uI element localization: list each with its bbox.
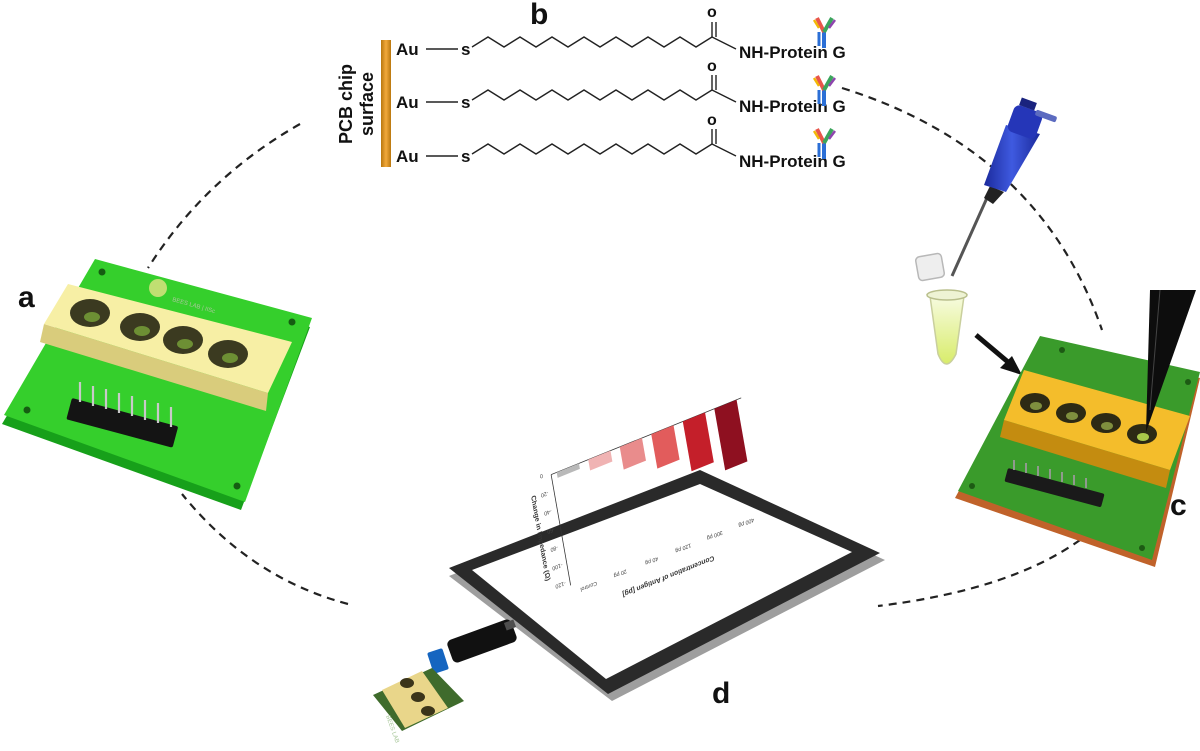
alkyl-chain bbox=[471, 36, 713, 48]
chart-y-tick-label: -60 bbox=[547, 525, 555, 534]
connector-b-to-c bbox=[841, 86, 1104, 331]
chart-x-axis bbox=[551, 397, 742, 476]
chip-c bbox=[955, 336, 1200, 567]
carbonyl-o-label: o bbox=[707, 112, 717, 129]
dropper-tip-icon bbox=[1146, 289, 1196, 432]
chart-bar bbox=[556, 463, 580, 478]
readout-device: BEES LAB bbox=[373, 619, 517, 744]
usb-dongle bbox=[447, 619, 517, 663]
chip-a-mount-hole bbox=[233, 482, 241, 490]
chip-d-well bbox=[421, 706, 435, 716]
au-label: Au bbox=[396, 40, 419, 59]
chip-d-well bbox=[400, 678, 414, 688]
sulfur-label: s bbox=[461, 40, 470, 59]
chart-x-tick-label: 40 pg bbox=[645, 555, 659, 566]
chart-y-axis bbox=[550, 474, 572, 586]
eppendorf-tube-icon bbox=[914, 252, 968, 365]
sulfur-label: s bbox=[461, 147, 470, 166]
carbonyl-o-label: o bbox=[707, 4, 717, 21]
panel-label-a: a bbox=[18, 281, 35, 314]
chip-a-mount-hole bbox=[23, 406, 31, 414]
chip-a-header-pins bbox=[66, 382, 178, 448]
chip-a-electrode bbox=[134, 326, 150, 336]
chart-y-tick-label: -20 bbox=[540, 489, 548, 498]
chart-bar bbox=[682, 412, 714, 472]
chip-a: BEES LAB | IISc bbox=[2, 259, 312, 510]
chart-bar bbox=[588, 450, 613, 471]
chip-a-electrode bbox=[84, 312, 100, 322]
arrow-icon bbox=[974, 333, 1022, 375]
chip-c-header-pins bbox=[1004, 460, 1105, 507]
chart-y-tick-label: -40 bbox=[543, 507, 551, 516]
au-label: Au bbox=[396, 93, 419, 112]
chart-bars bbox=[556, 399, 748, 478]
sam-row: Au s o NH-Protein G bbox=[396, 58, 846, 116]
chart-bar bbox=[651, 425, 680, 469]
alkyl-chain bbox=[471, 89, 713, 101]
chip-a-logo-icon bbox=[149, 279, 167, 297]
gold-electrode-bar bbox=[381, 40, 391, 167]
connector-c-to-d bbox=[877, 539, 1081, 608]
chart-bar bbox=[714, 399, 748, 471]
antibody-icon bbox=[812, 17, 836, 48]
sam-row: Au s o NH-Protein G bbox=[396, 4, 846, 62]
nh-protein-g-label: NH-Protein G bbox=[739, 43, 846, 62]
antibody-icon bbox=[812, 128, 836, 159]
chart-y-tick-label: 0 bbox=[539, 472, 543, 479]
surface-chemistry: PCB chip surface Au s o NH-Protein G Au … bbox=[336, 4, 846, 171]
sulfur-label: s bbox=[461, 93, 470, 112]
antibody-icon bbox=[812, 75, 836, 106]
connector-d-to-a bbox=[181, 493, 349, 606]
chart-y-tick-label: -80 bbox=[550, 543, 558, 552]
nh-protein-g-label: NH-Protein G bbox=[739, 152, 846, 171]
chart-y-tick-label: -100 bbox=[552, 561, 563, 571]
chart-bar bbox=[619, 437, 646, 470]
carbonyl-o-label: o bbox=[707, 58, 717, 75]
tablet-screen bbox=[472, 484, 852, 679]
pipette-icon bbox=[950, 97, 1057, 277]
au-label: Au bbox=[396, 147, 419, 166]
panel-label-b: b bbox=[530, 0, 548, 31]
panel-label-c: c bbox=[1170, 489, 1187, 522]
surface-label-line1: PCB chip bbox=[336, 64, 356, 144]
chip-a-electrode bbox=[222, 353, 238, 363]
chip-d-well bbox=[411, 692, 425, 702]
chip-a-well-block-side bbox=[40, 324, 268, 411]
chart-y-ticks: 0 -20 -40 -60 -80 -100 -120 bbox=[539, 472, 566, 589]
chip-c-well-block-side bbox=[1000, 420, 1170, 488]
alkyl-chain bbox=[471, 143, 713, 155]
chip-a-mount-hole bbox=[98, 268, 106, 276]
sam-row: Au s o NH-Protein G bbox=[396, 112, 846, 171]
chip-a-electrode bbox=[177, 339, 193, 349]
nh-protein-g-label: NH-Protein G bbox=[739, 97, 846, 116]
chart-x-tick-label: 20 pg bbox=[613, 567, 627, 578]
panel-label-d: d bbox=[712, 677, 730, 710]
jumper-blue bbox=[427, 648, 449, 674]
chart-y-tick-label: -120 bbox=[555, 579, 566, 589]
surface-label-line2: surface bbox=[357, 72, 377, 136]
chip-a-mount-hole bbox=[288, 318, 296, 326]
connector-a-to-b bbox=[147, 123, 301, 269]
